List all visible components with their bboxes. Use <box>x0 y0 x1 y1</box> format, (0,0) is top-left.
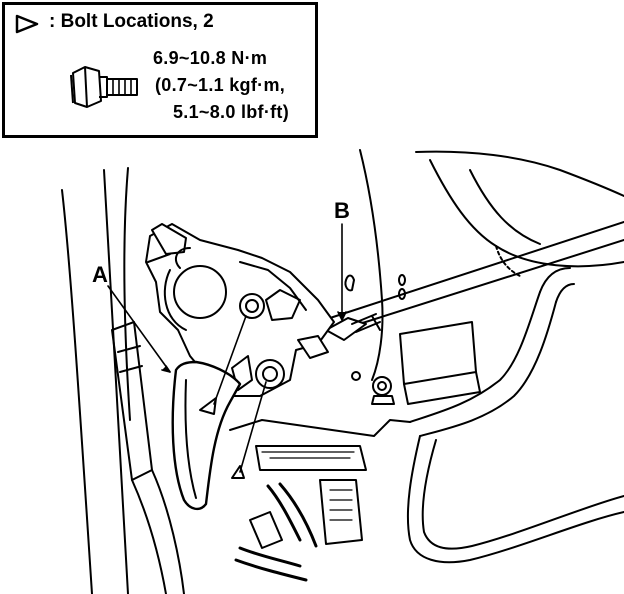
legend-title: : Bolt Locations, 2 <box>49 11 214 32</box>
torque-value-kgf: (0.7~1.1 kgf·m, <box>155 75 286 95</box>
body-panel-upper-right <box>359 149 624 381</box>
harness-tube-right <box>399 267 624 564</box>
torque-value-lbf: 5.1~8.0 lbf·ft) <box>173 102 290 122</box>
triangle-outline-icon <box>15 14 39 34</box>
callout-leaders <box>107 223 347 373</box>
callout-label-b: B <box>334 198 350 223</box>
hood-release-lever-handle <box>171 360 242 511</box>
callout-label-a: A <box>92 262 108 287</box>
pillar-trim-panel <box>61 167 185 594</box>
wiring-harness-connectors <box>229 419 411 582</box>
body-holes <box>344 274 406 405</box>
bolt-location-markers <box>199 315 267 479</box>
release-cable <box>325 221 624 341</box>
torque-value-nm: 6.9~10.8 N·m <box>153 48 268 68</box>
release-lever-bracket <box>145 223 335 397</box>
flange-bolt-icon <box>70 66 138 108</box>
bolt-legend-box: : Bolt Locations, 2 6.9~10.8 N·m (0.7~1.… <box>2 2 318 138</box>
